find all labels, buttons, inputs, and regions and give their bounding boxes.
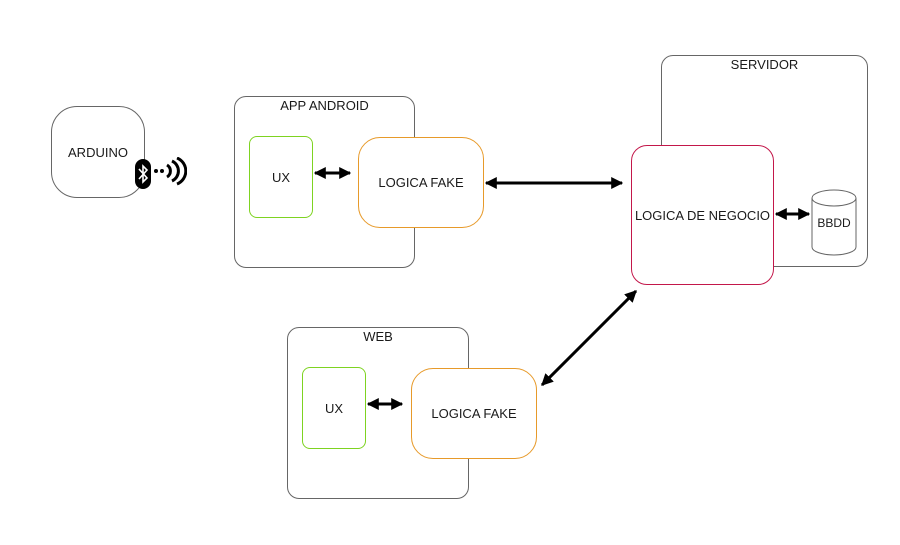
android-ux-label: UX [271,169,291,185]
android-logica-fake-node: LOGICA FAKE [358,137,484,228]
wireless-signal-icon [154,157,187,186]
app-android-title: APP ANDROID [280,98,369,113]
bbdd-label: BBDD [817,216,851,230]
arrow-web-logic-business [540,289,638,387]
android-ux-node: UX [249,136,313,218]
database-icon [811,189,857,256]
bluetooth-icon [135,159,151,189]
web-title: WEB [363,329,393,344]
android-logica-fake-label: LOGICA FAKE [378,175,464,190]
servidor-title: SERVIDOR [730,57,799,72]
web-logica-fake-label: LOGICA FAKE [431,406,517,421]
web-logica-fake-node: LOGICA FAKE [411,368,537,459]
web-ux-label: UX [324,400,344,416]
arduino-node: ARDUINO [51,106,145,198]
logica-de-negocio-node: LOGICA DE NEGOCIO [631,145,774,285]
web-ux-node: UX [302,367,366,449]
arduino-label: ARDUINO [68,144,128,160]
logica-de-negocio-label: LOGICA DE NEGOCIO [634,207,771,223]
